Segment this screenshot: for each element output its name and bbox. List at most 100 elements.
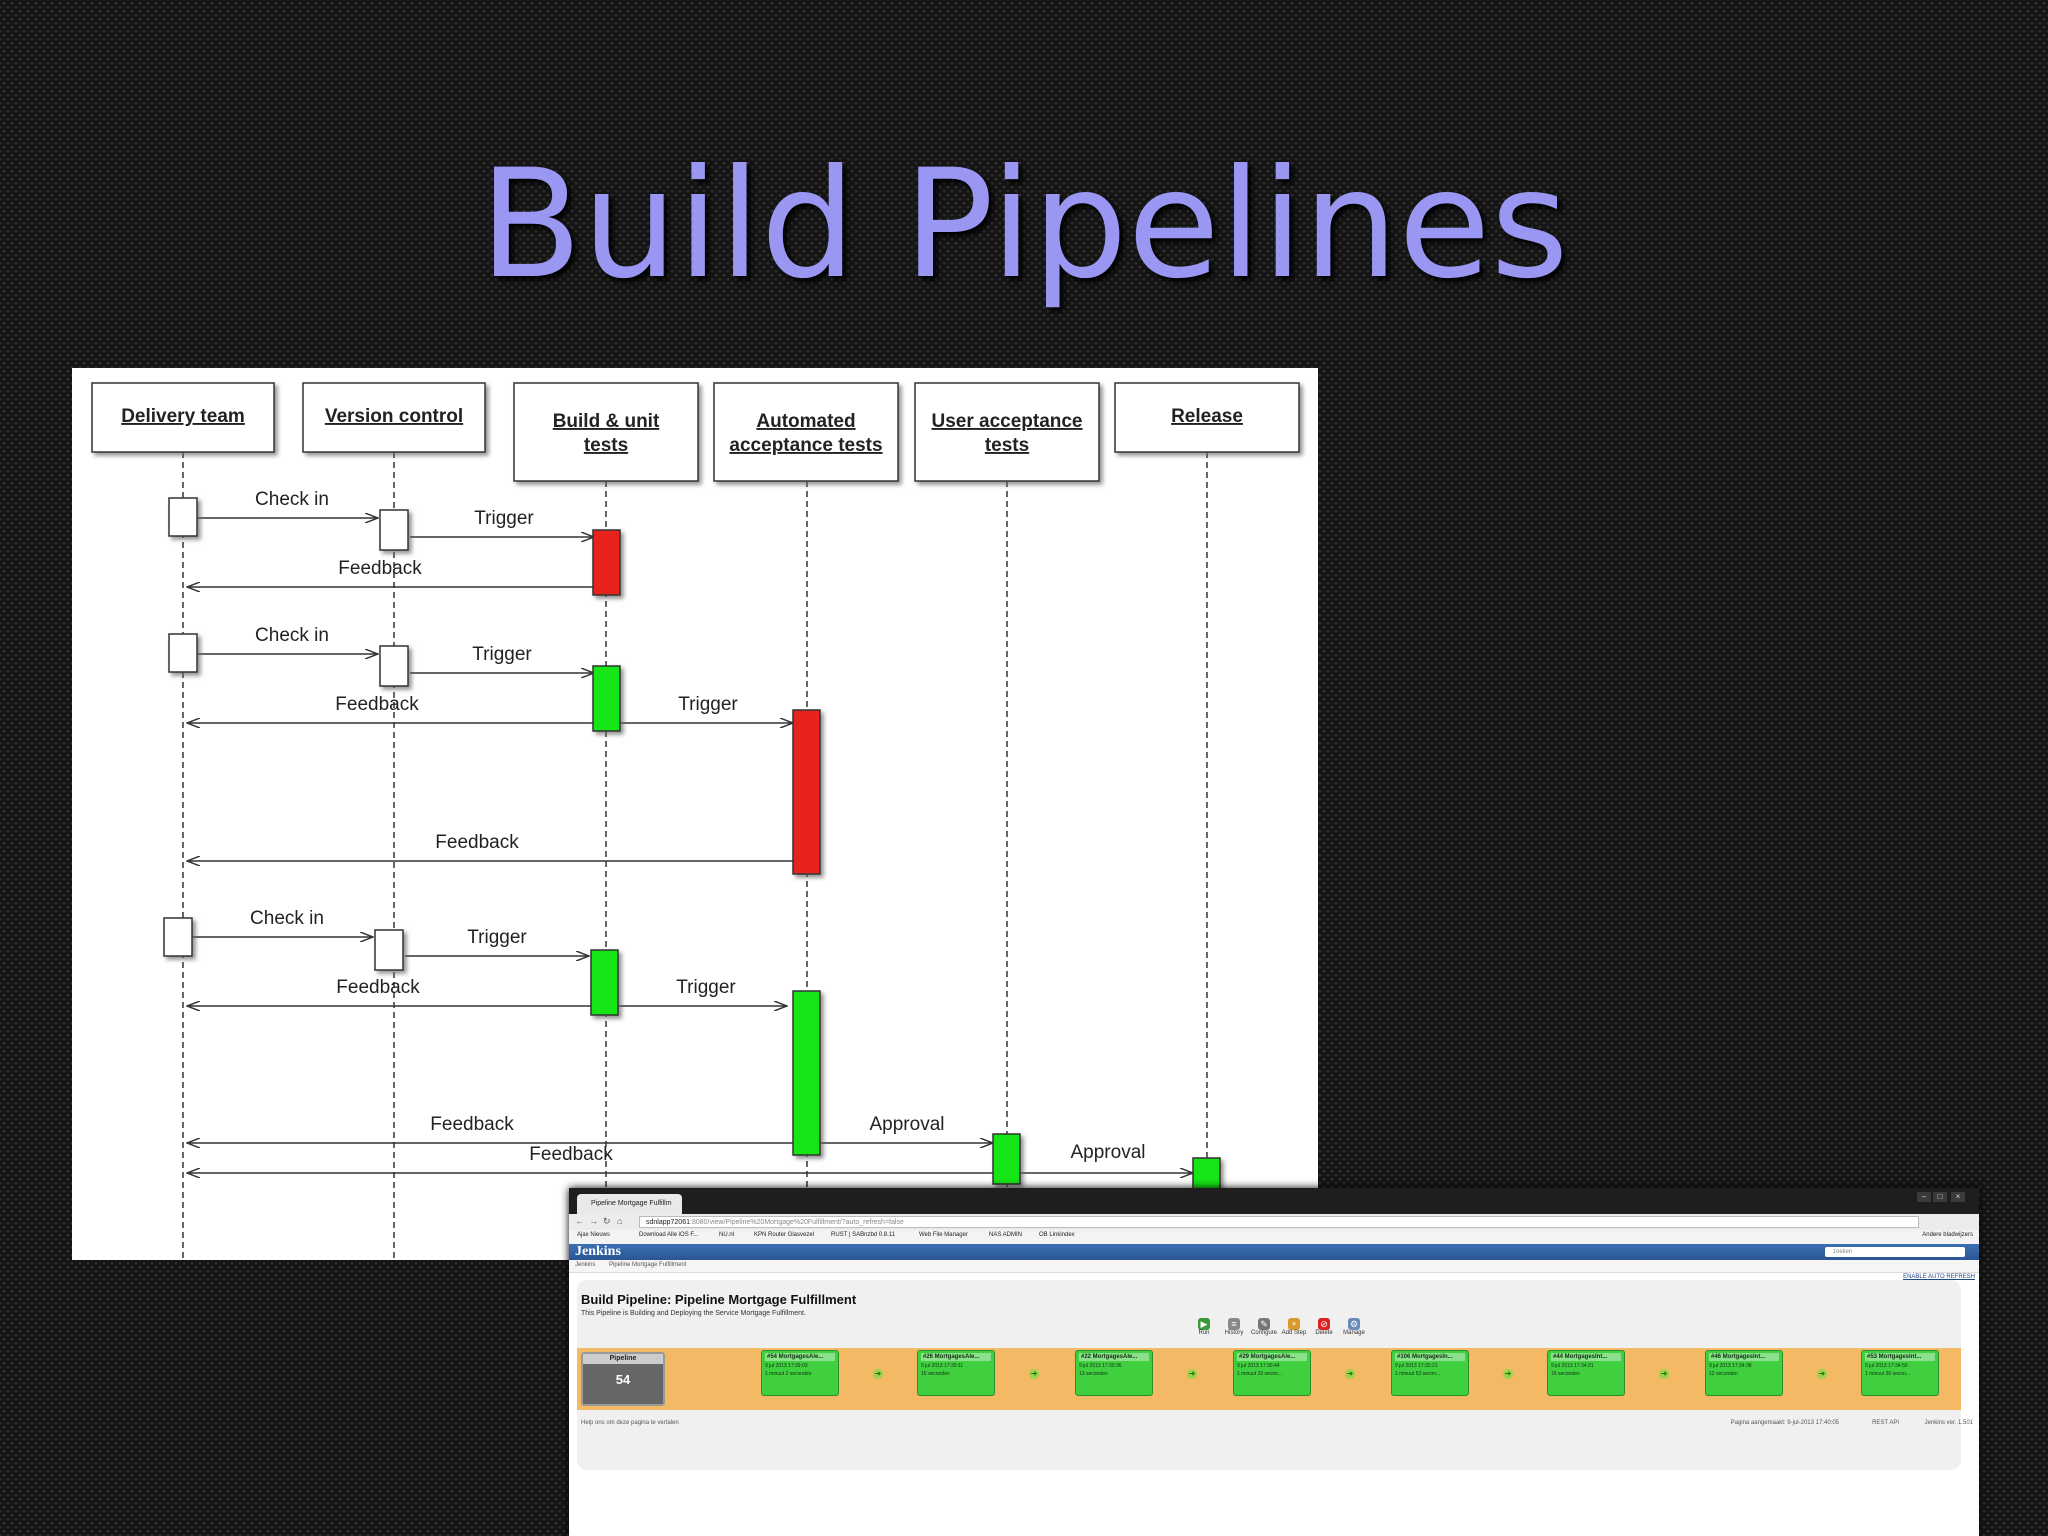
lane-label-delivery-team: Delivery team: [121, 406, 245, 427]
enable-auto-refresh-link[interactable]: ENABLE AUTO REFRESH: [1903, 1274, 1975, 1280]
build-card[interactable]: #106 MortgagesIn... 9 jul 2013 17:32:21 1 …: [1391, 1350, 1469, 1396]
lane-label-automated-acceptance-2: acceptance tests: [729, 435, 882, 456]
manage-label: Manage: [1343, 1330, 1365, 1336]
lane-box-version-control: [302, 382, 486, 453]
search-input[interactable]: zoeken: [1825, 1247, 1965, 1257]
build-duration: 1 minuut 53 secon...: [1395, 1371, 1441, 1377]
bookmark-item[interactable]: NAS ADMIN: [989, 1232, 1023, 1238]
browser-tab[interactable]: Pipeline Mortgage Fulfillm: [577, 1194, 682, 1214]
close-icon[interactable]: ×: [1951, 1192, 1965, 1202]
arrow-right-icon: ➜: [1817, 1369, 1827, 1379]
build-time: 9 jul 2013 17:32:21: [1395, 1363, 1438, 1369]
bookmark-item[interactable]: Ajax Nieuws: [577, 1232, 611, 1238]
build-card[interactable]: #46 MortgagesInt... 9 jul 2013 17:34:38 12…: [1705, 1350, 1783, 1396]
bookmark-item[interactable]: Web File Manager: [919, 1232, 968, 1238]
sequence-diagram: Delivery team Version control Build & un…: [72, 368, 1318, 1260]
history-icon: ≡: [1228, 1318, 1240, 1330]
label-feedback-3: Feedback: [336, 977, 420, 998]
bookmark-item[interactable]: RUST | SABnzbd 0.8.11: [831, 1232, 896, 1238]
build-title: #26 MortgagesAle...: [921, 1353, 991, 1361]
label-feedback-3c: Feedback: [529, 1144, 613, 1165]
breadcrumb-item[interactable]: Pipeline Mortgage Fulfillment: [609, 1262, 687, 1268]
jenkins-version: Jenkins ver. 1.501: [1924, 1420, 1973, 1426]
lane-label-build-unit-tests-1: Build & unit: [553, 411, 660, 432]
configure-label: Configure: [1250, 1330, 1277, 1336]
jenkins-logo[interactable]: Jenkins: [575, 1244, 621, 1259]
activation-vcs-3: [374, 929, 404, 971]
build-duration: 1 minuut 2 seconden: [765, 1371, 812, 1377]
build-duration: 12 seconden: [1709, 1371, 1738, 1377]
url-field[interactable]: sdnlapp72061:8080/view/Pipeline%20Mortga…: [639, 1216, 1919, 1228]
build-title: #44 MortgagesInt...: [1551, 1353, 1621, 1361]
label-feedback-3b: Feedback: [430, 1114, 514, 1135]
activation-user-acceptance-3-pass: [992, 1133, 1021, 1185]
label-feedback-2b: Feedback: [435, 832, 519, 853]
reload-icon[interactable]: ↻: [603, 1216, 611, 1226]
configure-icon: ✎: [1258, 1318, 1270, 1330]
build-title: #46 MortgagesInt...: [1709, 1353, 1779, 1361]
minimize-icon[interactable]: –: [1917, 1192, 1931, 1202]
arrow-right-icon: ➜: [1029, 1369, 1039, 1379]
build-title: #54 MortgagesAle...: [765, 1353, 835, 1361]
lifelines: [182, 452, 1208, 1260]
lane-label-release: Release: [1171, 406, 1243, 427]
back-icon[interactable]: ←: [575, 1216, 584, 1226]
bookmark-item[interactable]: Download Alle iOS F...: [639, 1232, 699, 1238]
manage-button[interactable]: ⚙Manage: [1339, 1318, 1369, 1336]
bookmark-item[interactable]: NU.nl: [719, 1232, 735, 1238]
jenkins-header: Jenkins zoeken: [569, 1244, 1979, 1260]
pipeline-number: 54: [615, 1372, 631, 1387]
home-icon[interactable]: ⌂: [617, 1216, 623, 1226]
label-trigger-3: Trigger: [467, 927, 527, 948]
lane-box-delivery-team: [91, 382, 275, 453]
activation-build-1-fail: [592, 529, 621, 596]
breadcrumb: Jenkins Pipeline Mortgage Fulfillment: [569, 1260, 1979, 1273]
build-duration: 13 seconden: [1079, 1371, 1108, 1377]
manage-icon: ⚙: [1348, 1318, 1360, 1330]
label-checkin-2: Check in: [255, 625, 329, 646]
build-duration: 16 seconden: [1551, 1371, 1580, 1377]
delete-button[interactable]: ⊘Delete: [1309, 1318, 1339, 1336]
label-trigger-2b: Trigger: [678, 694, 738, 715]
run-button[interactable]: ▶Run: [1189, 1318, 1219, 1336]
build-title: #106 MortgagesIn...: [1395, 1353, 1465, 1361]
url-path: :8080/view/Pipeline%20Mortgage%20Fulfill…: [690, 1219, 904, 1226]
browser-titlebar: Pipeline Mortgage Fulfillm – □ ×: [569, 1188, 1979, 1214]
label-approval-3: Approval: [870, 1114, 945, 1135]
build-time: 9 jul 2013 17:30:44: [1237, 1363, 1280, 1369]
add-step-button[interactable]: +Add Step: [1279, 1318, 1309, 1336]
breadcrumb-item[interactable]: Jenkins: [575, 1262, 596, 1268]
arrow-right-icon: ➜: [1503, 1369, 1513, 1379]
bookmark-item[interactable]: KPN Router Glasvezel: [754, 1232, 815, 1238]
configure-button[interactable]: ✎Configure: [1249, 1318, 1279, 1336]
pipeline-head[interactable]: Pipeline 54: [581, 1352, 665, 1406]
activation-vcs-2: [379, 645, 409, 687]
bookmark-item[interactable]: Andere bladwijzers: [1922, 1232, 1973, 1238]
lane-label-build-unit-tests-2: tests: [584, 435, 628, 456]
build-time: 9 jul 2013 17:34:38: [1709, 1363, 1752, 1369]
page-generated: Pagina aangemaakt: 9-jul-2013 17:40:05: [1730, 1420, 1839, 1426]
label-trigger-1: Trigger: [474, 508, 534, 529]
lane-label-automated-acceptance-1: Automated: [756, 411, 855, 432]
address-bar: ← → ↻ ⌂ sdnlapp72061:8080/view/Pipeline%…: [569, 1214, 1979, 1230]
label-checkin-1: Check in: [255, 489, 329, 510]
jenkins-footer: Help ons om deze pagina te vertalen Pagi…: [569, 1420, 1979, 1432]
maximize-icon[interactable]: □: [1933, 1192, 1947, 1202]
build-time: 9 jul 2013 17:39:03: [765, 1363, 808, 1369]
build-duration: 1 minuut 33 secon...: [1237, 1371, 1283, 1377]
activation-acceptance-3-pass: [792, 990, 821, 1156]
arrow-right-icon: ➜: [873, 1369, 883, 1379]
build-card[interactable]: #54 MortgagesAle... 9 jul 2013 17:39:03 1 …: [761, 1350, 839, 1396]
translate-link[interactable]: Help ons om deze pagina te vertalen: [581, 1420, 679, 1426]
lane-box-user-acceptance: [914, 382, 1100, 482]
rest-api-link[interactable]: REST API: [1872, 1420, 1899, 1426]
bookmark-item[interactable]: OB Linkindex: [1039, 1232, 1075, 1238]
build-duration: 16 seconden: [921, 1371, 950, 1377]
forward-icon[interactable]: →: [589, 1216, 598, 1226]
history-button[interactable]: ≡History: [1219, 1318, 1249, 1336]
